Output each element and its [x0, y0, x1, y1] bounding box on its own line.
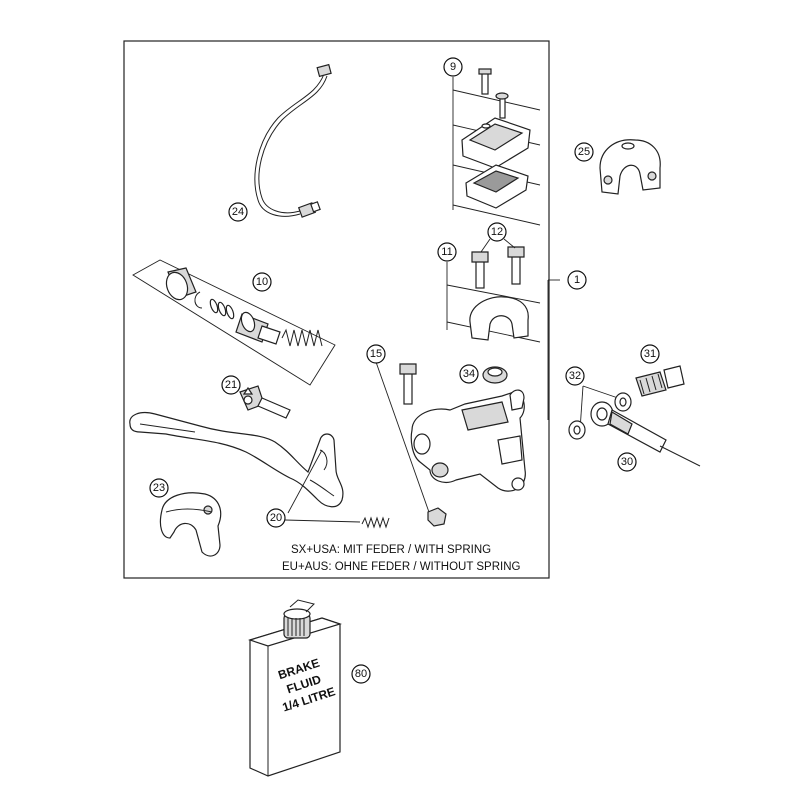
- callout-9-label: 9: [450, 61, 456, 73]
- callout-80-label: 80: [355, 668, 367, 680]
- part-21-adjuster: [239, 385, 291, 419]
- part-9-reservoir-cover-set: [452, 68, 541, 226]
- callout-32: 32: [565, 366, 585, 386]
- master-cylinder-body: [410, 389, 526, 527]
- part-80-brake-fluid-can: [248, 599, 342, 777]
- callout-11-label: 11: [441, 246, 452, 258]
- part-20-spring: [287, 449, 390, 529]
- part-34-cap: [482, 366, 508, 384]
- callout-23-label: 23: [153, 482, 165, 494]
- callout-12-label: 12: [491, 226, 503, 238]
- note-line-1: SX+USA: MIT FEDER / WITH SPRING: [291, 544, 491, 556]
- callout-10-label: 10: [256, 276, 268, 288]
- callout-11: 11: [437, 242, 457, 262]
- callout-1: 1: [567, 270, 587, 290]
- callout-30-label: 30: [621, 456, 633, 468]
- callout-10: 10: [252, 272, 272, 292]
- callout-21-label: 21: [225, 379, 237, 391]
- brake-lever: [129, 412, 344, 508]
- part-24-cable: [254, 63, 332, 218]
- callout-20: 20: [266, 508, 286, 528]
- callout-25: 25: [574, 142, 594, 162]
- callout-9: 9: [443, 57, 463, 77]
- callout-12: 12: [487, 222, 507, 242]
- part-10-piston-kit: [132, 259, 336, 386]
- assembly-frame: [123, 40, 550, 579]
- callout-21: 21: [221, 375, 241, 395]
- callout-80: 80: [351, 664, 371, 684]
- callout-15-label: 15: [370, 348, 382, 360]
- callout-30: 30: [617, 452, 637, 472]
- fluid-can-label: BRAKE FLUID 1/4 LITRE: [276, 656, 337, 715]
- callout-31: 31: [640, 344, 660, 364]
- callout-15: 15: [366, 344, 386, 364]
- callout-24-label: 24: [232, 206, 244, 218]
- part-23-cover: [159, 492, 222, 557]
- callout-34: 34: [459, 364, 479, 384]
- callout-25-label: 25: [578, 146, 590, 158]
- callout-34-label: 34: [463, 368, 475, 380]
- part-11-12-clamp-and-bolts: [446, 246, 560, 420]
- callout-31-label: 31: [644, 348, 656, 360]
- part-25-handlebar-clamp: [599, 139, 661, 195]
- callout-24: 24: [228, 202, 248, 222]
- note-line-2: EU+AUS: OHNE FEDER / WITHOUT SPRING: [282, 561, 520, 573]
- part-30-31-32-brake-line: [568, 365, 701, 467]
- callout-23: 23: [149, 478, 169, 498]
- callout-20-label: 20: [270, 512, 282, 524]
- callout-1-label: 1: [574, 274, 580, 286]
- callout-32-label: 32: [569, 370, 581, 382]
- part-15-pivot-bolt: [375, 361, 431, 516]
